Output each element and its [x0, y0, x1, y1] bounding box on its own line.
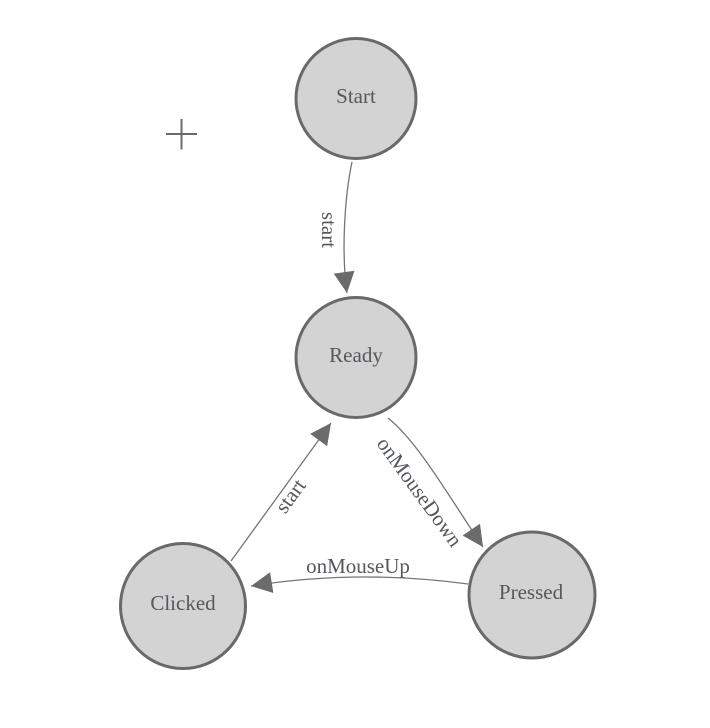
node-pressed[interactable]: Pressed [467, 530, 597, 660]
edge-label-clicked-to-ready: start [270, 474, 311, 517]
node-ready-circle[interactable] [294, 296, 418, 419]
edge-ready-to-pressed-line[interactable] [387, 417, 484, 548]
node-pressed-circle[interactable] [467, 530, 597, 660]
edge-label-start-to-ready: start [317, 212, 341, 248]
edge-ready-to-pressed[interactable]: onMouseDown [372, 417, 484, 552]
node-clicked-circle[interactable] [119, 542, 247, 670]
node-ready[interactable]: Ready [294, 296, 418, 419]
node-ready-label: Ready [329, 343, 383, 367]
edge-start-to-ready-line[interactable] [333, 161, 355, 294]
edge-label-pressed-to-clicked: onMouseUp [306, 554, 410, 578]
edge-label-ready-to-pressed: onMouseDown [372, 432, 468, 551]
node-start-circle[interactable] [294, 37, 418, 160]
edge-start-to-ready[interactable]: start [317, 161, 355, 294]
edge-pressed-to-clicked[interactable]: onMouseUp [250, 554, 469, 594]
edge-pressed-to-clicked-line[interactable] [250, 572, 469, 594]
node-start[interactable]: Start [294, 37, 418, 160]
node-pressed-label: Pressed [499, 580, 564, 604]
node-clicked[interactable]: Clicked [119, 542, 247, 670]
edge-clicked-to-ready[interactable]: start [230, 422, 332, 562]
crosshair-icon [166, 119, 197, 150]
edge-clicked-to-ready-line[interactable] [230, 422, 332, 562]
node-clicked-label: Clicked [150, 591, 216, 615]
node-start-label: Start [336, 84, 376, 108]
